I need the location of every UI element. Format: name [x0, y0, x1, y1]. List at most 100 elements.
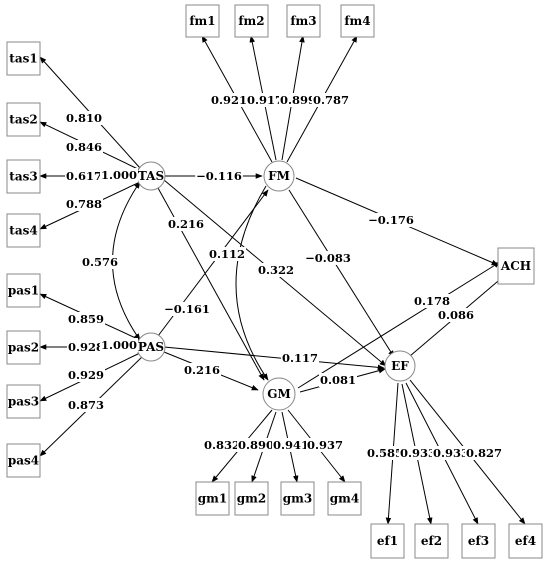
node-tas2-label: tas2 [9, 113, 37, 127]
coef-label-background [66, 340, 106, 354]
node-ef2: ef2 [414, 523, 449, 559]
node-pas2: pas2 [6, 330, 41, 365]
node-pas3: pas3 [6, 384, 41, 419]
node-ef2-label: ef2 [421, 534, 442, 548]
node-fm1-label: fm1 [189, 14, 215, 28]
node-ef3-label: ef3 [468, 534, 489, 548]
edge-fm-gm [235, 185, 269, 381]
coef-gm-ef: 0.081 [320, 373, 356, 387]
coef-label-background [280, 351, 320, 365]
node-tas1-label: tas1 [9, 52, 37, 66]
coef-tas-tas4: 0.788 [66, 197, 102, 211]
coef-label-background [305, 438, 345, 452]
coef-gm-gm4: 0.937 [307, 438, 343, 452]
node-gm2: gm2 [234, 481, 269, 516]
node-tas4: tas4 [6, 213, 41, 248]
node-fm2: fm2 [234, 4, 269, 38]
node-gm4-label: gm4 [330, 492, 359, 506]
coef-pas-pas2-fixed: 1.000 [101, 338, 137, 352]
coef-label-background [256, 263, 296, 277]
node-ef1: ef1 [370, 523, 405, 559]
coef-label-background [66, 312, 106, 326]
coef-tas-tas3-fixed: 1.000 [101, 168, 137, 182]
node-pas4: pas4 [6, 443, 41, 478]
coef-fm-gm: 0.112 [209, 247, 245, 261]
coef-tas-pas: 0.576 [82, 255, 118, 269]
coef-ef-ef1: 0.585 [367, 446, 403, 460]
node-ach-label: ACH [500, 259, 531, 273]
coef-gm-ach: 0.178 [414, 294, 450, 308]
coef-gm-gm2: 0.890 [238, 438, 274, 452]
node-tas2: tas2 [6, 102, 41, 137]
edge-pas-ef [163, 346, 385, 371]
node-pas2-label: pas2 [8, 341, 39, 355]
coef-label-background [367, 213, 415, 227]
coef-pas-fm: −0.161 [164, 302, 210, 316]
coef-label-background [311, 93, 351, 107]
node-tas3: tas3 [6, 159, 41, 194]
node-pas: PAS [136, 332, 166, 362]
coef-label-background [236, 438, 276, 452]
coef-tas-ef: 0.322 [258, 263, 294, 277]
node-gm2-label: gm2 [237, 492, 266, 506]
node-tas1: tas1 [6, 41, 41, 76]
coef-label-background [163, 302, 211, 316]
coef-label-background [64, 169, 104, 183]
coef-pas-pas4: 0.873 [68, 398, 104, 412]
coef-label-background [278, 93, 318, 107]
coef-pas-pas3: 0.929 [68, 368, 104, 382]
node-fm3-label: fm3 [290, 14, 316, 28]
coef-fm-ach: −0.176 [368, 213, 414, 227]
node-gm4: gm4 [327, 481, 362, 516]
coef-pas-gm: 0.216 [184, 363, 220, 377]
coef-label-background [245, 93, 285, 107]
node-gm3-label: gm3 [283, 492, 312, 506]
node-ef: EF [384, 350, 416, 382]
node-fm3: fm3 [286, 4, 321, 38]
coef-label-background [398, 446, 438, 460]
node-fm4: fm4 [340, 4, 375, 38]
coef-label-background [271, 438, 311, 452]
coef-pas-pas1: 0.859 [68, 312, 104, 326]
node-pas4-label: pas4 [8, 454, 39, 468]
node-ach: ACH [497, 247, 535, 285]
coef-label-background [99, 338, 139, 352]
coef-label-background [304, 251, 352, 265]
coef-label-background [207, 247, 247, 261]
coef-tas-fm: −0.116 [196, 169, 242, 183]
coef-label-background [99, 168, 139, 182]
latent-variables: TAS PAS FM GM EF [136, 160, 416, 411]
node-fm1: fm1 [185, 4, 220, 38]
coef-tas-tas3: 0.617 [66, 169, 102, 183]
coef-fm-fm2: 0.917 [247, 93, 283, 107]
node-ef3: ef3 [461, 523, 496, 559]
node-fm4-label: fm4 [344, 14, 370, 28]
coef-label-background [431, 446, 471, 460]
coef-ef-ef2: 0.933 [400, 446, 436, 460]
coef-gm-gm1: 0.832 [204, 438, 240, 452]
coef-fm-ef: −0.083 [305, 251, 351, 265]
node-pas3-label: pas3 [8, 395, 39, 409]
coef-label-background [64, 197, 104, 211]
node-ef4-label: ef4 [515, 534, 536, 548]
node-gm1-label: gm1 [198, 492, 227, 506]
coef-label-background [80, 255, 120, 269]
coef-tas-tas1: 0.810 [66, 111, 102, 125]
node-ef-label: EF [391, 359, 409, 373]
node-tas-label: TAS [138, 169, 164, 183]
node-fm-label: FM [268, 169, 290, 183]
node-gm1: gm1 [195, 481, 230, 516]
node-ef1-label: ef1 [377, 534, 398, 548]
node-pas1: pas1 [6, 273, 41, 308]
node-gm-label: GM [267, 387, 291, 401]
edge-fm-ef [288, 189, 395, 358]
node-tas: TAS [136, 161, 166, 191]
coef-ef-ef4: 0.827 [466, 446, 502, 460]
node-tas4-label: tas4 [9, 224, 37, 238]
edge-gm-ach [297, 261, 501, 389]
node-gm3: gm3 [280, 481, 315, 516]
observed-variables: tas1 tas2 tas3 tas4 pas1 pas2 pas3 pas4 … [6, 4, 543, 559]
node-tas3-label: tas3 [9, 170, 37, 184]
coef-label-background [209, 93, 249, 107]
